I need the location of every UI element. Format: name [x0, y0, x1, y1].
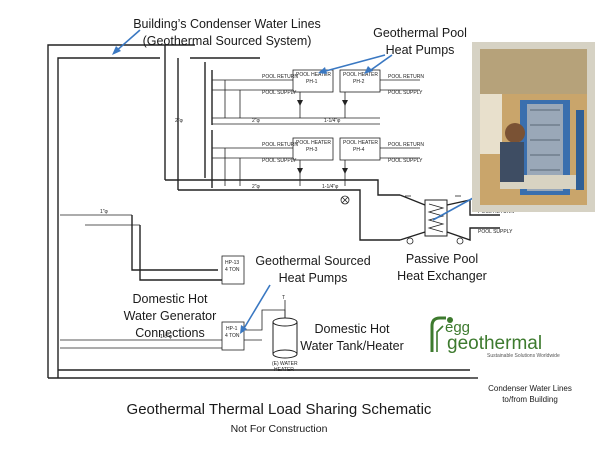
- svg-text:POOL HEATER: POOL HEATER: [296, 140, 331, 146]
- pool-pumps-label-1: Geothermal Pool: [373, 26, 467, 40]
- svg-text:POOL SUPPLY: POOL SUPPLY: [388, 158, 423, 164]
- svg-text:POOL SUPPLY: POOL SUPPLY: [478, 229, 513, 235]
- svg-text:2"φ: 2"φ: [252, 184, 261, 190]
- water-heater-tank: (E) WATER HEATER T: [244, 295, 298, 373]
- svg-text:HP-1: HP-1: [226, 326, 238, 332]
- condenser-lines-label-1: Building’s Condenser Water Lines: [133, 17, 321, 31]
- svg-text:2"φ: 2"φ: [252, 118, 261, 124]
- dhw-tank-label-1: Domestic Hot: [314, 322, 390, 336]
- svg-text:POOL HEATER: POOL HEATER: [296, 72, 331, 78]
- svg-text:T: T: [282, 295, 285, 301]
- svg-text:PH-1: PH-1: [306, 79, 318, 85]
- sourced-pumps-label-1: Geothermal Sourced: [255, 254, 370, 268]
- svg-text:PH-3: PH-3: [306, 147, 318, 153]
- svg-text:4 TON: 4 TON: [225, 267, 240, 273]
- logo-word-geothermal: geothermal: [447, 333, 542, 354]
- svg-text:POOL SUPPLY: POOL SUPPLY: [388, 90, 423, 96]
- sourced-heat-pumps: HP-13 4 TON HP-1 4 TON 1½"φ 1"φ: [60, 209, 245, 351]
- svg-text:2"φ: 2"φ: [175, 118, 184, 124]
- egg-geothermal-logo: egg geothermal Sustainable Solutions Wor…: [430, 316, 560, 359]
- logo-tagline: Sustainable Solutions Worldwide: [487, 353, 560, 359]
- svg-text:POOL RETURN: POOL RETURN: [262, 74, 298, 80]
- svg-text:1-1/4"φ: 1-1/4"φ: [322, 184, 339, 190]
- condenser-to-from-label-2: to/from Building: [502, 395, 558, 404]
- sourced-pumps-label-2: Heat Pumps: [279, 271, 348, 285]
- diagram-subtitle: Not For Construction: [231, 423, 328, 435]
- dhw-generator-label-2: Water Generator: [124, 309, 217, 323]
- svg-text:PH-4: PH-4: [353, 147, 365, 153]
- pool-heater-ph1: [292, 69, 334, 93]
- logo-word-egg: egg: [445, 319, 470, 336]
- heat-pump-hp1: [221, 321, 245, 351]
- dhw-tank-label-2: Water Tank/Heater: [300, 339, 404, 353]
- condenser-loop: [47, 44, 478, 379]
- svg-text:4 TON: 4 TON: [225, 333, 240, 339]
- passive-exchanger-label-1: Passive Pool: [406, 252, 478, 266]
- dhw-generator-label-3: Connections: [135, 326, 205, 340]
- svg-text:POOL RETURN: POOL RETURN: [388, 142, 424, 148]
- svg-text:POOL SUPPLY: POOL SUPPLY: [262, 90, 297, 96]
- svg-text:POOL SUPPLY: POOL SUPPLY: [262, 158, 297, 164]
- svg-text:HEATER: HEATER: [274, 367, 294, 373]
- pool-heater-group-2: POOL HEATER PH-3 POOL HEATER PH-4 POOL R…: [175, 118, 424, 205]
- pool-heater-ph4: [339, 137, 381, 161]
- svg-text:POOL RETURN: POOL RETURN: [262, 142, 298, 148]
- diagram-title: Geothermal Thermal Load Sharing Schemati…: [127, 401, 432, 418]
- passive-exchanger-label-2: Heat Exchanger: [397, 269, 487, 283]
- svg-text:1"φ: 1"φ: [100, 209, 109, 215]
- pool-pumps-label-2: Heat Pumps: [386, 43, 455, 57]
- condenser-to-from-label-1: Condenser Water Lines: [488, 384, 572, 393]
- heat-pump-hp13: [221, 255, 245, 285]
- svg-text:1-1/4"φ: 1-1/4"φ: [324, 118, 341, 124]
- condenser-lines-label-2: (Geothermal Sourced System): [143, 34, 312, 48]
- pool-heater-ph3: [292, 137, 334, 161]
- technician-photo: [472, 42, 595, 212]
- dhw-generator-label-1: Domestic Hot: [132, 292, 208, 306]
- svg-text:POOL RETURN: POOL RETURN: [388, 74, 424, 80]
- svg-text:POOL HEATER: POOL HEATER: [343, 140, 378, 146]
- svg-text:PH-2: PH-2: [353, 79, 365, 85]
- svg-text:POOL HEATER: POOL HEATER: [343, 72, 378, 78]
- svg-text:(E) WATER: (E) WATER: [272, 361, 298, 367]
- pool-heater-group-1: POOL HEATER PH-1 POOL HEATER PH-2 POOL R…: [204, 62, 424, 178]
- pool-heater-ph2: [339, 69, 381, 93]
- svg-text:1½"φ: 1½"φ: [160, 333, 173, 340]
- svg-text:HP-13: HP-13: [225, 260, 239, 266]
